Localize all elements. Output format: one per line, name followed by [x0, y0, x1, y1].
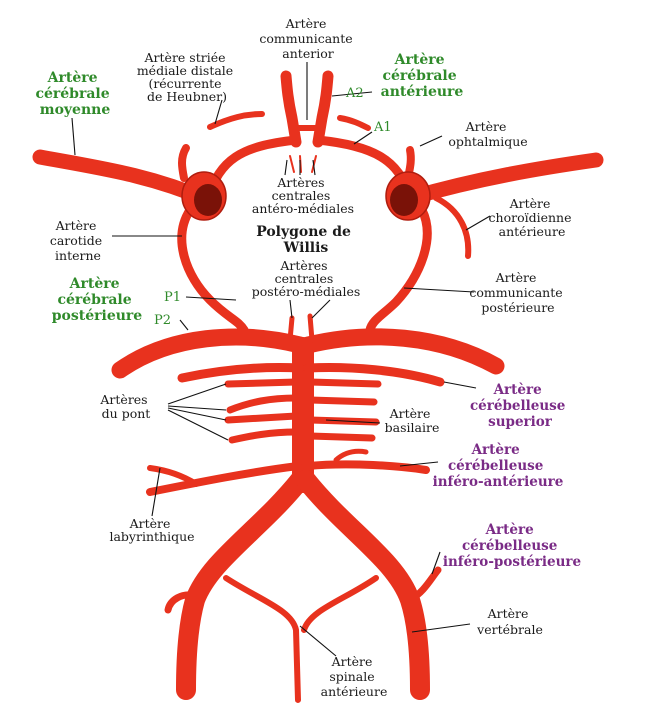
pontine-artery-3: [224, 412, 300, 424]
anterior-choroidal-artery: [433, 195, 472, 259]
label-posterior-cerebral: Artère cérébrale postérieure: [52, 276, 143, 324]
label-pica: Artère cérébelleuse inféro-postérieure: [443, 522, 581, 570]
vessels: [32, 70, 604, 703]
label-pontine: Artères du pont: [99, 392, 151, 421]
label-central-anteromedial: Artères centrales antéro-médiales: [252, 175, 354, 216]
posterior-communicating-right: [365, 205, 432, 335]
label-internal-carotid: Artère carotide interne: [50, 218, 106, 263]
aica-left: [146, 462, 302, 496]
posterior-communicating-left: [177, 205, 249, 335]
pica-right: [406, 566, 442, 604]
aica-right: [304, 460, 430, 474]
label-a1: A1: [373, 120, 392, 135]
anterior-cerebral-a2-left: [280, 70, 302, 148]
central-posteromedial-1: [287, 315, 295, 343]
labels: Artère communicante anterior Artère stri…: [35, 16, 581, 699]
labyrinthine-artery: [147, 465, 199, 487]
pontine-artery-4: [228, 428, 300, 444]
superior-cerebellar-left: [177, 362, 305, 383]
ophthalmic-artery-left: [178, 144, 190, 182]
pontine-artery-6: [306, 396, 378, 406]
label-central-posteromedial: Artères centrales postéro-médiales: [252, 258, 361, 299]
pontine-artery-8: [306, 432, 376, 442]
anterior-spinal-artery-right: [301, 575, 379, 633]
carotid-cross-section-right: [385, 171, 431, 221]
leader-lines: [71, 62, 491, 657]
pontine-artery-5: [306, 378, 382, 388]
label-vertebral: Artère vertébrale: [476, 606, 543, 637]
label-ophthalmic: Artère ophtalmique: [448, 119, 527, 149]
label-heubner: Artère striée médiale distale (récurrent…: [137, 50, 237, 104]
central-posteromedial-2: [307, 313, 315, 343]
posterior-cerebral-artery-right: [299, 328, 505, 375]
label-circle-of-willis: Polygone de Willis: [256, 224, 356, 256]
label-anterior-spinal: Artère spinale antérieure: [321, 654, 388, 699]
label-posterior-communicating: Artère communicante postérieure: [469, 270, 566, 315]
label-labyrinthine: Artère labyrinthique: [109, 516, 194, 544]
posterior-cerebral-artery-left: [111, 328, 309, 379]
vertebral-artery-right: [296, 470, 430, 700]
aica-branch-right: [333, 448, 369, 463]
label-a2: A2: [345, 86, 364, 101]
anterior-spinal-artery: [223, 575, 301, 703]
label-superior-cerebellar: Artère cérébelleuse superior: [470, 382, 570, 430]
label-basilar: Artère basilaire: [385, 406, 440, 435]
label-acom: Artère communicante anterior: [259, 16, 356, 61]
heubner-artery: [207, 111, 265, 130]
label-anterior-choroidal: Artère choroïdienne antérieure: [489, 196, 576, 239]
label-aica: Artère cérébelleuse inféro-antérieure: [433, 442, 564, 490]
label-p2: P2: [154, 313, 171, 328]
carotid-cross-section-left: [181, 171, 227, 221]
label-anterior-cerebral: Artère cérébrale antérieure: [381, 52, 464, 100]
label-middle-cerebral: Artère cérébrale moyenne: [35, 70, 114, 118]
pica-left: [164, 591, 200, 614]
superior-cerebellar-right: [303, 363, 445, 387]
pontine-artery-1: [224, 378, 300, 388]
pontine-artery-2: [226, 394, 300, 414]
label-p1: P1: [164, 290, 181, 305]
branch-small-right: [337, 115, 371, 131]
middle-cerebral-artery-right: [402, 152, 604, 206]
anterior-cerebral-a2-right: [312, 70, 334, 148]
central-anteromedial-1: [289, 155, 295, 173]
